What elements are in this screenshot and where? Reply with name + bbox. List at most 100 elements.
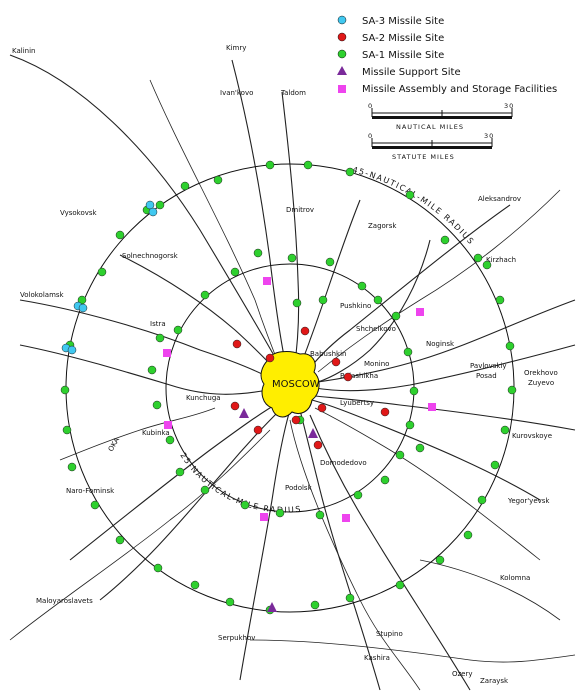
sa1-site-marker (477, 495, 487, 505)
sa1-site-marker (357, 281, 367, 291)
sa2-site-marker (313, 440, 323, 450)
town-zagorsk: Zagorsk (368, 222, 397, 230)
legend-sa1-label: SA-1 Missile Site (362, 50, 444, 61)
town-serpukhov: Serpukhov (218, 634, 255, 642)
sa1-site-marker (152, 400, 162, 410)
town-stupino: Stupino (376, 630, 403, 638)
south-river (249, 639, 576, 663)
legend-assembly-label: Missile Assembly and Storage Facilities (362, 84, 557, 95)
town-solnechnogorsk: Solnechnogorsk (122, 252, 179, 260)
sa1-site-marker (345, 593, 355, 603)
sa2-site-marker (232, 339, 242, 349)
missile-assembly-site-marker (260, 513, 268, 521)
town-podolsk: Podolsk (285, 484, 313, 492)
town-zaraysk: Zaraysk (480, 677, 509, 685)
town-monino: Monino (364, 360, 389, 368)
town-shchelkovo: Shchelkovo (356, 325, 396, 333)
moscow-label: MOSCOW (272, 379, 320, 390)
sa2-site-marker (317, 403, 327, 413)
statute-scale-end: 30 (484, 132, 494, 140)
sa1-site-marker (310, 600, 320, 610)
town-kubinka: Kubinka (142, 429, 170, 437)
sa1-site-marker (147, 365, 157, 375)
statute-scale-start: 0 (368, 132, 373, 140)
sa1-site-marker (213, 175, 223, 185)
legend-assembly-swatch (338, 85, 346, 93)
town-balashikha: Balashikha (340, 372, 378, 380)
sa1-site-marker (165, 435, 175, 445)
town-taldom: Taldom (280, 89, 306, 97)
town-pushkino: Pushkino (340, 302, 371, 310)
missile-assembly-site-marker (428, 403, 436, 411)
town-ivankovo: Ivan'kovo (220, 89, 253, 97)
missile-support-site-marker (308, 428, 318, 438)
sa2-site-marker (265, 353, 275, 363)
sa1-site-marker (505, 341, 515, 351)
town-ozery: Ozery (452, 670, 473, 678)
sa2-site-marker (291, 415, 301, 425)
sa1-site-marker (490, 460, 500, 470)
sa1-site-marker (90, 500, 100, 510)
sa3-sites (61, 200, 158, 355)
sa1-site-marker (275, 508, 285, 518)
sa1-site-marker (155, 200, 165, 210)
legend-sa2-swatch (337, 32, 347, 42)
town-lyubertsy: Lyubertsy (340, 399, 374, 407)
sa1-site-marker (325, 257, 335, 267)
town-kalinin: Kalinin (12, 47, 35, 55)
support-sites (239, 408, 318, 612)
sa1-site-marker (62, 425, 72, 435)
scale-bars: 0 30 NAUTICAL MILES 0 30 STATUTE MILES (368, 102, 513, 161)
missile-assembly-site-marker (263, 277, 271, 285)
sa1-site-marker (473, 253, 483, 263)
town-aleksandrov: Aleksandrov (478, 195, 521, 203)
missile-assembly-site-marker (342, 514, 350, 522)
legend-sa3-label: SA-3 Missile Site (362, 16, 444, 27)
sa1-site-marker (175, 467, 185, 477)
town-istra: Istra (150, 320, 166, 328)
sa1-site-marker (482, 260, 492, 270)
sa1-site-marker (405, 190, 415, 200)
legend-sa3-swatch (337, 15, 347, 25)
sa1-site-marker (403, 347, 413, 357)
missile-support-site-marker (239, 408, 249, 418)
rail-network (9, 79, 561, 641)
town-babushkin: Babushkin (310, 350, 347, 358)
sa1-site-marker (395, 580, 405, 590)
sa1-sites (60, 160, 517, 615)
sa2-site-marker (230, 401, 240, 411)
legend-support-swatch (337, 66, 347, 75)
sa1-site-marker (287, 253, 297, 263)
town-noginsk: Noginsk (426, 340, 455, 348)
moskva-river-south (289, 419, 421, 691)
sa2-site-marker (331, 357, 341, 367)
sa1-site-marker (495, 295, 505, 305)
sa1-site-marker (200, 485, 210, 495)
legend-support-label: Missile Support Site (362, 67, 461, 78)
river-oka-label: OKA (107, 436, 121, 453)
sa1-site-marker (395, 450, 405, 460)
sa1-site-marker (345, 167, 355, 177)
sa1-site-marker (153, 563, 163, 573)
sa1-site-marker (225, 597, 235, 607)
town-labels: Kalinin Kimry Ivan'kovo Taldom Dmitrov Z… (12, 44, 558, 685)
town-maloyaroslavets: Maloyaroslavets (36, 597, 93, 605)
town-vysokovsk: Vysokovsk (60, 209, 98, 217)
sa1-site-marker (155, 333, 165, 343)
sa1-site-marker (240, 500, 250, 510)
sa1-site-marker (115, 535, 125, 545)
sa2-sites (230, 326, 390, 450)
sa1-site-marker (380, 475, 390, 485)
town-zuyevo: Zuyevo (528, 379, 554, 387)
sa2-site-marker (343, 372, 353, 382)
sa1-site-marker (97, 267, 107, 277)
missile-assembly-site-marker (164, 421, 172, 429)
sa2-site-marker (380, 407, 390, 417)
missile-assembly-site-marker (163, 349, 171, 357)
sa1-site-marker (180, 181, 190, 191)
statute-scale-label: STATUTE MILES (392, 153, 455, 161)
sa1-site-marker (200, 290, 210, 300)
town-kimry: Kimry (226, 44, 246, 52)
